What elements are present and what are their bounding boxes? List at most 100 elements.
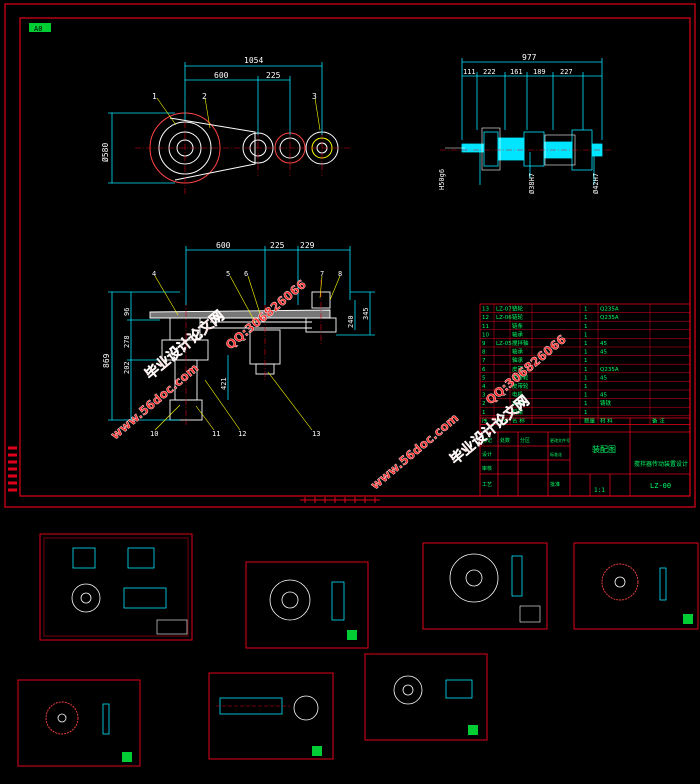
side-dim-d5: 227 [560, 68, 573, 76]
parts-row-12-name: 链轮 [512, 313, 524, 321]
parts-row-12-code: LZ-06 [496, 315, 512, 321]
parts-row-13-code: LZ-07 [496, 307, 512, 313]
parts-row-7-qty: 1 [584, 358, 588, 364]
front-label-12: 12 [238, 430, 246, 438]
parts-header-4: 材 料 [600, 416, 613, 424]
parts-row-5-qty: 1 [584, 375, 588, 381]
front-label-8: 8 [338, 270, 342, 278]
front-label-7: 7 [320, 270, 324, 278]
front-label-4: 4 [152, 270, 156, 278]
side-dim-shaft: H50g6 [438, 169, 446, 190]
parts-row-2-qty: 1 [584, 401, 588, 407]
parts-row-8-qty: 1 [584, 350, 588, 356]
parts-row-3-mat: 45 [600, 393, 607, 399]
front-dim-h-total: 869 [102, 353, 111, 368]
parts-row-2-no: 2 [482, 401, 486, 407]
front-dim-h5: 240 [347, 315, 355, 328]
parts-row-12-qty: 1 [584, 315, 588, 321]
parts-row-6-name: 皮带 [512, 365, 524, 373]
parts-row-6-mat: Q235A [600, 367, 619, 373]
parts-row-9-name: 搅拌轴 [512, 339, 529, 347]
title-r4-0: 工艺 [482, 482, 492, 488]
parts-row-8-mat: 45 [600, 350, 607, 356]
front-dim-d1: 600 [216, 241, 231, 250]
parts-row-4-qty: 1 [584, 384, 588, 390]
parts-row-13-qty: 1 [584, 307, 588, 313]
parts-row-5-no: 5 [482, 375, 486, 381]
parts-header-3: 数量 [584, 416, 596, 424]
parts-row-3-qty: 1 [584, 393, 588, 399]
parts-row-11-name: 链条 [512, 322, 524, 330]
front-dim-h4: 421 [220, 377, 228, 390]
title-assembly: 装配图 [592, 444, 616, 454]
thumbnail-5[interactable] [17, 679, 141, 767]
parts-row-9-qty: 1 [584, 341, 588, 347]
main-drawing-frame [4, 3, 696, 508]
parts-row-3-name: 电机 [512, 391, 524, 399]
parts-row-5-mat: 45 [600, 375, 607, 381]
title-r3-0: 审核 [482, 465, 492, 472]
top-label-3: 3 [312, 92, 317, 101]
front-dim-d3: 229 [300, 241, 315, 250]
top-dim-dia: Ø580 [100, 143, 110, 162]
bottom-ruler [300, 497, 380, 503]
title-name: 搅拌器传动装置设计 [634, 460, 688, 468]
side-dim-d1: 111 [463, 68, 476, 76]
title-block: 装配图 搅拌器传动装置设计 LZ-00 1:1 标记 处数 分区 更改文件号 设… [479, 417, 691, 497]
side-dim-d3: 161 [510, 68, 523, 76]
parts-row-8-no: 8 [482, 350, 486, 356]
sheet-tag-box [29, 23, 51, 32]
thumbnail-7[interactable] [364, 653, 488, 741]
top-dim-overall: 1054 [244, 56, 263, 65]
side-dim-fit2: Ø42H7 [592, 173, 600, 194]
thumbnail-1[interactable] [39, 533, 193, 641]
front-label-10: 10 [150, 430, 158, 438]
top-dim-d1: 600 [214, 71, 229, 80]
title-r1-0: 标记 [482, 437, 492, 444]
parts-header-1: 代 号 [496, 416, 509, 424]
front-label-6: 6 [244, 270, 248, 278]
parts-row-6-qty: 1 [584, 367, 588, 373]
side-dim-fit1: Ø38H7 [528, 173, 536, 194]
parts-row-7-no: 7 [482, 358, 486, 364]
side-ticks [8, 446, 17, 492]
parts-row-10-no: 10 [482, 332, 489, 338]
front-label-5: 5 [226, 270, 230, 278]
watermark-url-2: www.56doc.com [368, 411, 461, 493]
front-label-13: 13 [312, 430, 320, 438]
thumbnail-2[interactable] [245, 561, 369, 649]
parts-row-1-no: 1 [482, 410, 486, 416]
parts-header-2: 名 称 [512, 416, 525, 424]
parts-row-2-name: 支架 [512, 399, 524, 407]
parts-row-1-name: 机架 [512, 408, 524, 416]
top-label-1: 1 [152, 92, 157, 101]
parts-header-5: 备 注 [652, 416, 665, 424]
front-dim-h2: 278 [123, 335, 131, 348]
front-view: 600 225 229 869 96 278 202 421 240 345 4… [102, 241, 375, 438]
parts-row-8-name: 轴承 [512, 348, 524, 356]
side-dim-d2: 222 [483, 68, 496, 76]
parts-row-4-no: 4 [482, 384, 486, 390]
title-r1-1: 处数 [500, 437, 510, 444]
parts-row-2-mat: 铸铁 [600, 399, 612, 407]
thumbnail-3[interactable] [422, 542, 548, 630]
parts-row-7-name: 轴承 [512, 356, 524, 364]
front-dim-d2: 225 [270, 241, 285, 250]
thumbnail-6[interactable] [208, 672, 334, 760]
side-dim-overall: 977 [522, 53, 537, 62]
parts-row-5-name: 皮带轮 [512, 373, 529, 381]
front-dim-h3: 202 [123, 361, 131, 374]
parts-row-12-mat: Q235A [600, 315, 619, 321]
thumbnail-4[interactable] [573, 542, 699, 630]
title-r2-0: 设计 [482, 451, 492, 458]
parts-row-4-name: 皮带轮 [512, 382, 529, 390]
parts-row-12-no: 12 [482, 315, 489, 321]
top-dim-d2: 225 [266, 71, 281, 80]
parts-row-3-no: 3 [482, 393, 486, 399]
title-r1-2: 分区 [520, 437, 530, 444]
parts-row-9-mat: 45 [600, 341, 607, 347]
front-dim-h1: 96 [123, 308, 131, 316]
parts-header-0: 序 [482, 416, 488, 424]
